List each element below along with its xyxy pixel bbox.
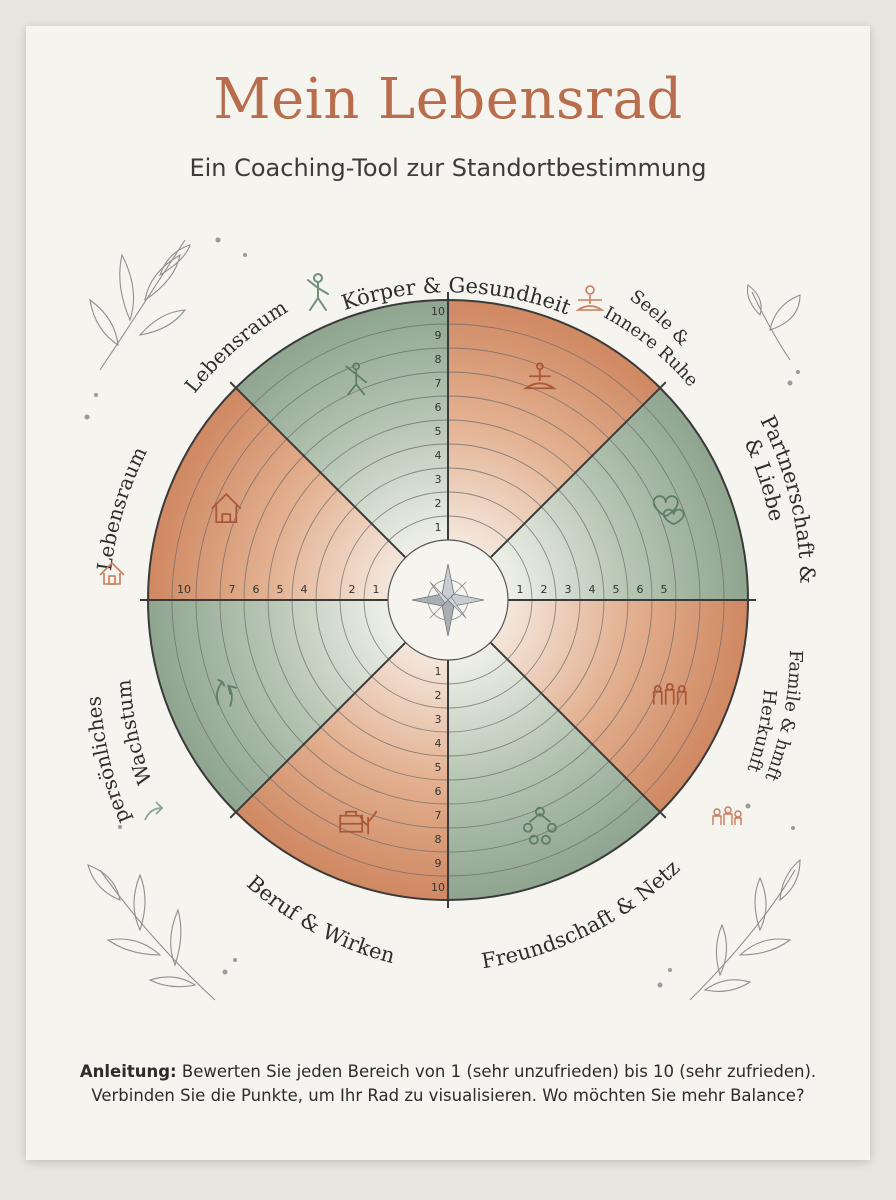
scale-top-number: 2	[435, 497, 442, 510]
hearts-icon	[652, 495, 685, 526]
house-outer-icon	[99, 561, 125, 585]
instructions-lead: Anleitung:	[79, 1062, 177, 1081]
house-icon	[211, 492, 242, 524]
decorative-dots	[84, 237, 800, 988]
instructions-body: Bewerten Sie jeden Bereich von 1 (sehr u…	[91, 1062, 817, 1105]
growth-arrow-outer-icon	[144, 801, 164, 821]
compass-rose-icon	[411, 563, 485, 637]
sector-1	[448, 300, 661, 558]
scale-right-number: 3	[565, 583, 572, 596]
growth-arrow-icon	[216, 678, 238, 707]
family-icon	[652, 682, 687, 705]
meditation-outer-icon	[575, 285, 605, 311]
scale-top-number: 1	[435, 521, 442, 534]
label-wachstum-2: Wachstum	[111, 679, 156, 788]
leaf-decoration-icon	[89, 239, 191, 371]
scale-top-number: 8	[435, 353, 442, 366]
scale-top-number: 3	[435, 473, 442, 486]
scale-left-number: 10	[177, 583, 191, 596]
sector-0	[235, 300, 448, 558]
scale-right-number: 5	[661, 583, 668, 596]
sector-5	[235, 642, 448, 900]
scale-bottom-number: 1	[435, 665, 442, 678]
sector-divider	[489, 641, 667, 819]
sector-4	[448, 642, 661, 900]
scale-left-number: 2	[349, 583, 356, 596]
scale-left-number: 1	[373, 583, 380, 596]
sector-7	[148, 387, 406, 600]
scale-bottom-number: 3	[435, 713, 442, 726]
scale-left-number: 4	[301, 583, 308, 596]
page-subtitle: Ein Coaching-Tool zur Standortbestimmung	[189, 154, 707, 182]
meditation-icon	[523, 362, 557, 390]
scale-bottom-number: 6	[435, 785, 442, 798]
sector-divider	[489, 381, 667, 559]
scale-bottom-number: 2	[435, 689, 442, 702]
scale-top-number: 4	[435, 449, 442, 462]
scale-left-number: 5	[277, 583, 284, 596]
scale-bottom-number: 9	[435, 857, 442, 870]
scale-right-number: 4	[589, 583, 596, 596]
sector-divider	[229, 381, 407, 559]
scale-right-number: 6	[637, 583, 644, 596]
instructions-text: Anleitung: Bewerten Sie jeden Bereich vo…	[60, 1060, 836, 1108]
scale-top-number: 9	[435, 329, 442, 342]
scale-right-number: 1	[517, 583, 524, 596]
family-outer-icon	[712, 806, 742, 825]
people-network-icon	[523, 806, 557, 845]
scale-bottom-number: 10	[431, 881, 445, 894]
scale-bottom-number: 8	[435, 833, 442, 846]
leaf-decoration-icon	[746, 284, 801, 361]
label-lebensraum-left: Lebensraum	[92, 443, 152, 572]
scale-top-number: 6	[435, 401, 442, 414]
page-title: Mein Lebensrad	[213, 67, 683, 132]
scale-bottom-number: 7	[435, 809, 442, 822]
scale-left-number: 6	[253, 583, 260, 596]
scale-top-number: 5	[435, 425, 442, 438]
scale-bottom-number: 5	[435, 761, 442, 774]
scale-left-number: 7	[229, 583, 236, 596]
scale-bottom-number: 4	[435, 737, 442, 750]
briefcase-plant-icon	[339, 810, 378, 835]
sector-2	[490, 387, 748, 600]
leaf-decoration-icon	[87, 864, 216, 1001]
scale-right-number: 2	[541, 583, 548, 596]
sector-6	[148, 600, 406, 813]
scale-top-number: 7	[435, 377, 442, 390]
scale-right-number: 5	[613, 583, 620, 596]
person-exercise-icon	[345, 362, 368, 396]
scale-top-number: 10	[431, 305, 445, 318]
sector-divider	[229, 641, 407, 819]
leaf-decoration-icon	[689, 858, 801, 1001]
sector-3	[490, 600, 748, 813]
person-exercise-outer-icon	[307, 273, 329, 311]
